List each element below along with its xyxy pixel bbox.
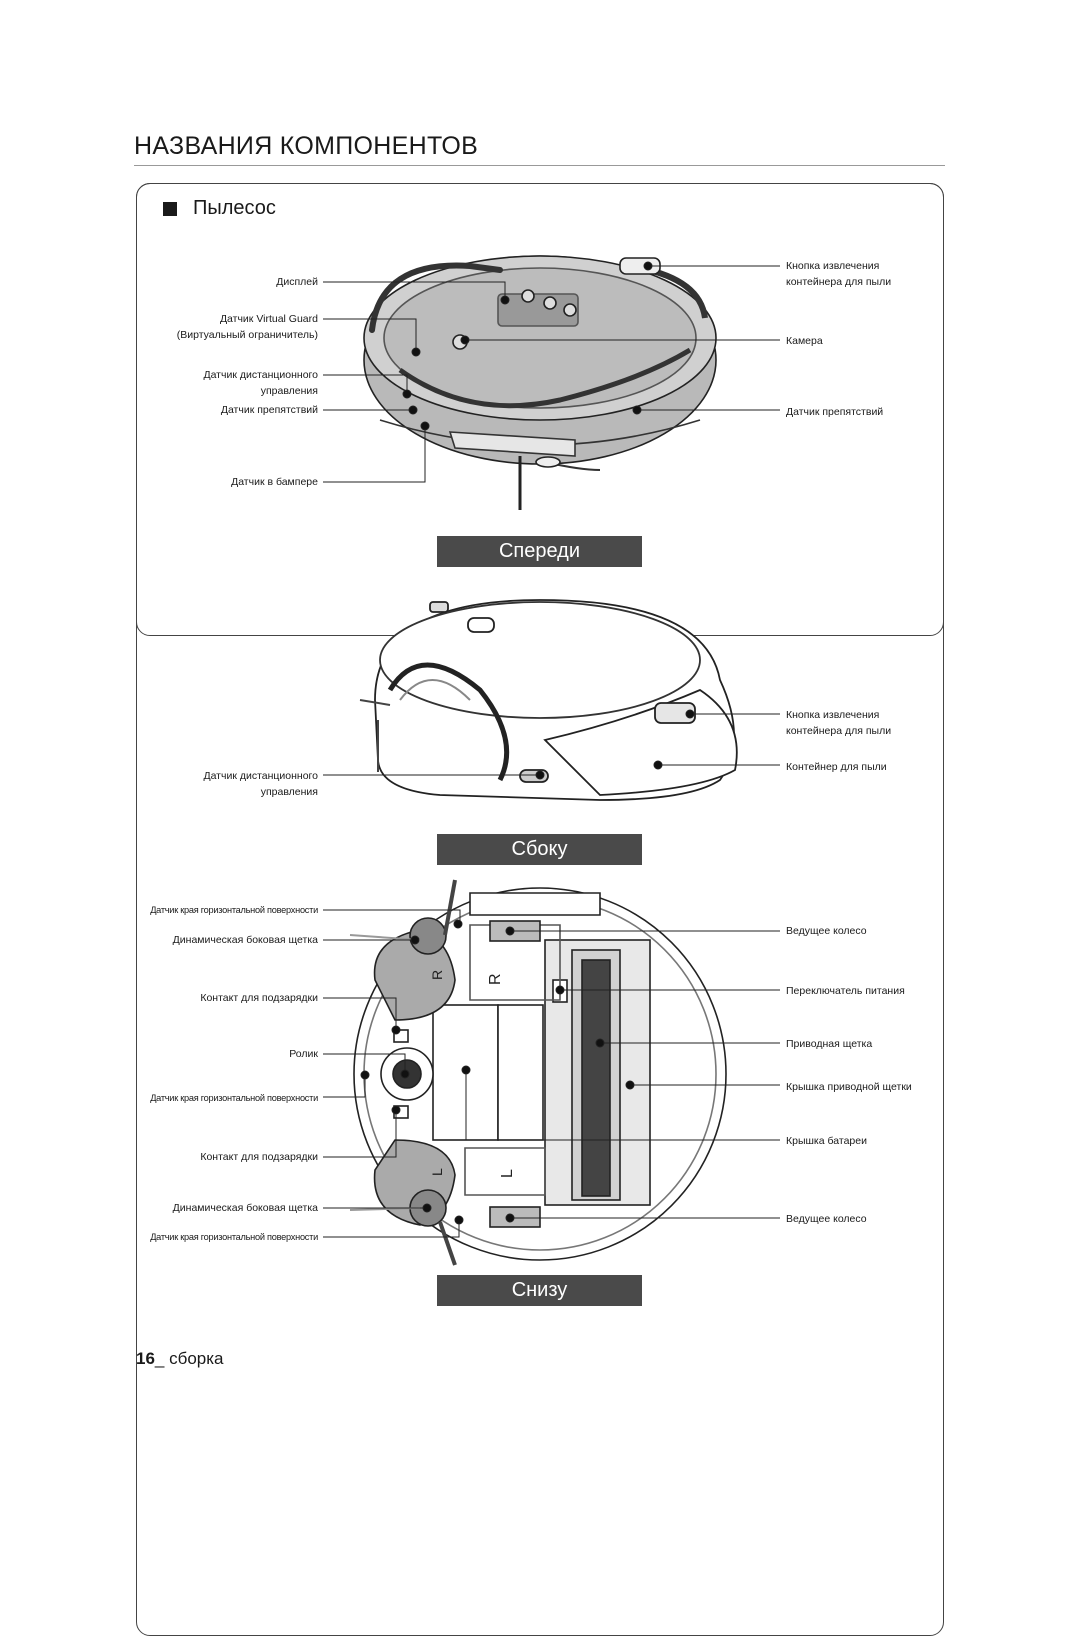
section-square-icon (163, 201, 177, 216)
label-cliff-sensor-2: Датчик края горизонтальной поверхности (150, 1093, 318, 1103)
front-leader-lines (323, 261, 780, 483)
label-virtual-guard: Датчик Virtual Guard (Виртуальный ограни… (150, 311, 318, 343)
label-remote-line2: управления (260, 385, 318, 397)
label-remote-sensor-front: Датчик дистанционного управления (150, 367, 318, 399)
label-camera: Камера (786, 335, 823, 347)
label-eject-line1: Кнопка извлечения (786, 260, 880, 272)
bottom-mark-l: L (499, 1169, 516, 1178)
label-battery-cover: Крышка батареи (786, 1135, 867, 1147)
view-banner-front: Спереди (437, 536, 642, 567)
page-title: НАЗВАНИЯ КОМПОНЕНТОВ (134, 132, 479, 160)
label-main-brush: Приводная щетка (786, 1038, 873, 1050)
label-obstacle-sensor-left: Датчик препятствий (220, 404, 318, 416)
bottom-leader-lines (323, 909, 780, 1238)
label-brush-cover: Крышка приводной щетки (786, 1081, 912, 1093)
footer-section: _ сборка (154, 1349, 224, 1368)
label-side-remote-line1: Датчик дистанционного (203, 770, 318, 782)
section-title: Пылесос (193, 197, 276, 219)
label-side-brush-1: Динамическая боковая щетка (172, 934, 318, 946)
view-banner-side: Сбоку (437, 834, 642, 865)
label-eject-line2: контейнера для пыли (786, 276, 892, 288)
label-dust-bin: Контейнер для пыли (786, 761, 887, 773)
label-side-brush-2: Динамическая боковая щетка (172, 1202, 318, 1214)
label-side-eject-line1: Кнопка извлечения (786, 709, 880, 721)
label-bumper-sensor: Датчик в бампере (231, 476, 318, 488)
illustrations: R R L L (323, 255, 780, 1266)
label-roller: Ролик (289, 1048, 318, 1060)
label-cliff-sensor-3: Датчик края горизонтальной поверхности (150, 1232, 318, 1242)
bottom-mark-r: R (487, 973, 504, 985)
label-cliff-sensor-1: Датчик края горизонтальной поверхности (150, 905, 318, 915)
label-drive-wheel-1: Ведущее колесо (786, 925, 867, 937)
label-charge-contact-1: Контакт для подзарядки (200, 992, 318, 1004)
label-remote-line1: Датчик дистанционного (203, 369, 318, 381)
side-leader-lines (323, 709, 780, 780)
label-eject-button-side: Кнопка извлечения контейнера для пыли (786, 707, 891, 739)
section-heading: Пылесос (163, 197, 276, 220)
label-obstacle-sensor-right: Датчик препятствий (786, 406, 884, 418)
label-virtual-guard-line2: (Виртуальный ограничитель) (176, 329, 318, 341)
label-side-remote-line2: управления (260, 786, 318, 798)
label-charge-contact-2: Контакт для подзарядки (200, 1151, 318, 1163)
label-virtual-guard-line1: Датчик Virtual Guard (219, 313, 318, 325)
label-eject-button-front: Кнопка извлечения контейнера для пыли (786, 258, 891, 290)
label-side-eject-line2: контейнера для пыли (786, 725, 892, 737)
page-number: 16 (136, 1349, 155, 1368)
view-banner-bottom: Снизу (437, 1275, 642, 1306)
label-drive-wheel-2: Ведущее колесо (786, 1213, 867, 1225)
bottom-mark-l-small: L (429, 1168, 445, 1176)
bottom-mark-r-small: R (429, 970, 445, 980)
label-display: Дисплей (276, 276, 318, 288)
label-remote-sensor-side: Датчик дистанционного управления (150, 768, 318, 800)
side-robot-illustration (359, 599, 738, 801)
label-power-switch: Переключатель питания (786, 985, 905, 997)
front-robot-illustration (363, 255, 717, 510)
page-footer: 16_ сборка (136, 1349, 224, 1369)
title-rule (134, 165, 945, 166)
